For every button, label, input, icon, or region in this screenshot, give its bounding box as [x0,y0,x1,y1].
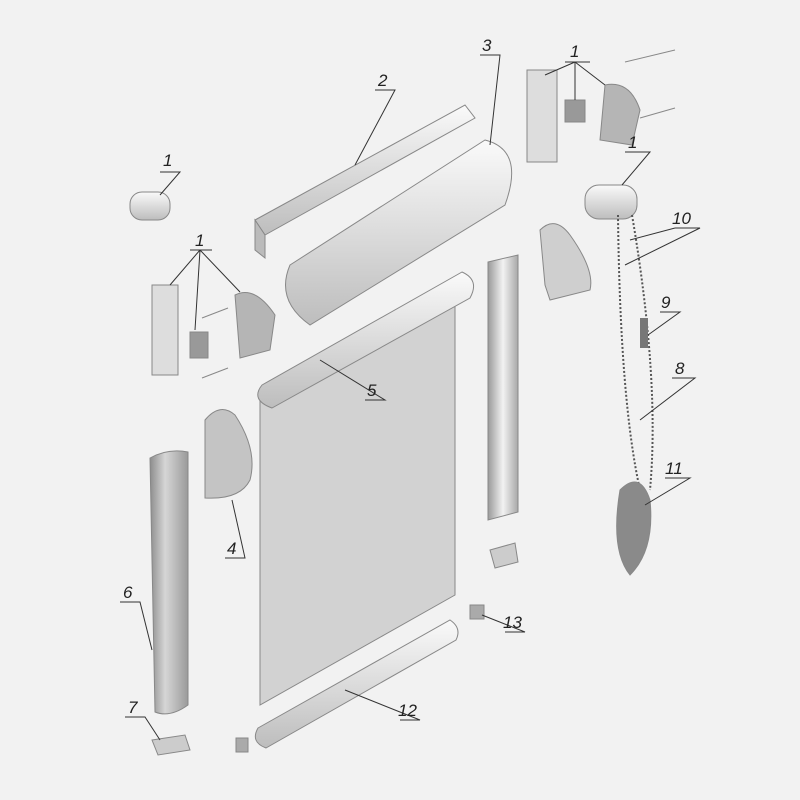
bottom-bar [254,619,459,749]
leader-lines [120,54,701,741]
label-10: 10 [672,209,691,228]
cassette-end-cap [539,223,592,301]
side-guide-left [149,450,189,715]
label-6: 6 [123,583,133,602]
label-4: 4 [227,539,236,558]
side-guide-right [487,254,519,521]
chain-weight [616,481,652,576]
bottom-cap-left [151,734,191,756]
label-9: 9 [661,293,671,312]
bracket-right [526,49,676,163]
label-11: 11 [665,459,683,478]
roller-tube [257,271,475,409]
label-12: 12 [398,701,417,720]
cassette-cover [285,139,513,326]
label-5: 5 [367,381,377,400]
label-2: 2 [377,71,388,90]
bead-chain [617,214,654,491]
clip [235,604,485,753]
end-plug-left [129,191,171,221]
label-8: 8 [675,359,685,378]
chain-mechanism [584,184,638,220]
label-1-plug: 1 [163,151,172,170]
label-1-bracket-right: 1 [570,42,579,61]
label-13: 13 [503,613,522,632]
label-1-mechanism: 1 [628,133,637,152]
label-7: 7 [128,698,138,717]
label-1-bracket-left: 1 [195,231,204,250]
bottom-cap-right [489,542,519,569]
top-rail-profile [254,104,476,260]
bracket-left [151,284,276,379]
label-3: 3 [482,36,492,55]
end-cap [204,409,253,499]
